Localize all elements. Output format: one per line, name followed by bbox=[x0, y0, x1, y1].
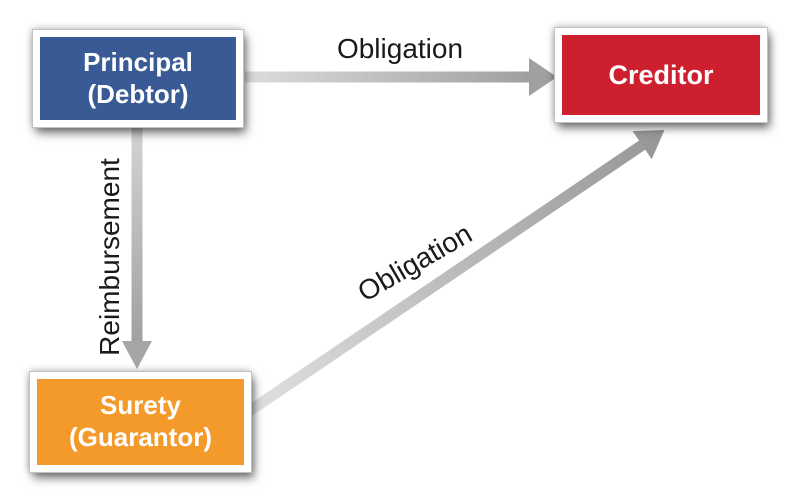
node-label-line1: Principal bbox=[83, 46, 193, 77]
node-label-line1: Creditor bbox=[608, 59, 714, 90]
node-label-line1: Surety bbox=[100, 390, 181, 421]
arrow-shaft bbox=[244, 140, 646, 417]
arrow-head-icon bbox=[122, 341, 152, 369]
arrow-reimbursement-principal-to-surety bbox=[122, 127, 152, 369]
edge-label-reimbursement: Reimbursement bbox=[94, 158, 125, 356]
arrow-head-icon bbox=[632, 129, 665, 160]
node-label-line2: (Debtor) bbox=[87, 78, 189, 109]
node-label-line2: (Guarantor) bbox=[69, 422, 212, 452]
arrow-shaft bbox=[245, 71, 529, 83]
arrow-shaft bbox=[131, 127, 143, 341]
edge-label-obligation-top: Obligation bbox=[336, 33, 464, 64]
arrow-obligation-surety-to-creditor bbox=[244, 129, 665, 417]
node-surety-guarantor: Surety (Guarantor) bbox=[30, 372, 251, 472]
arrow-head-icon bbox=[529, 58, 557, 96]
node-principal-debtor: Principal (Debtor) bbox=[33, 30, 243, 127]
node-creditor: Creditor bbox=[555, 28, 767, 122]
arrow-obligation-principal-to-creditor bbox=[245, 58, 557, 96]
